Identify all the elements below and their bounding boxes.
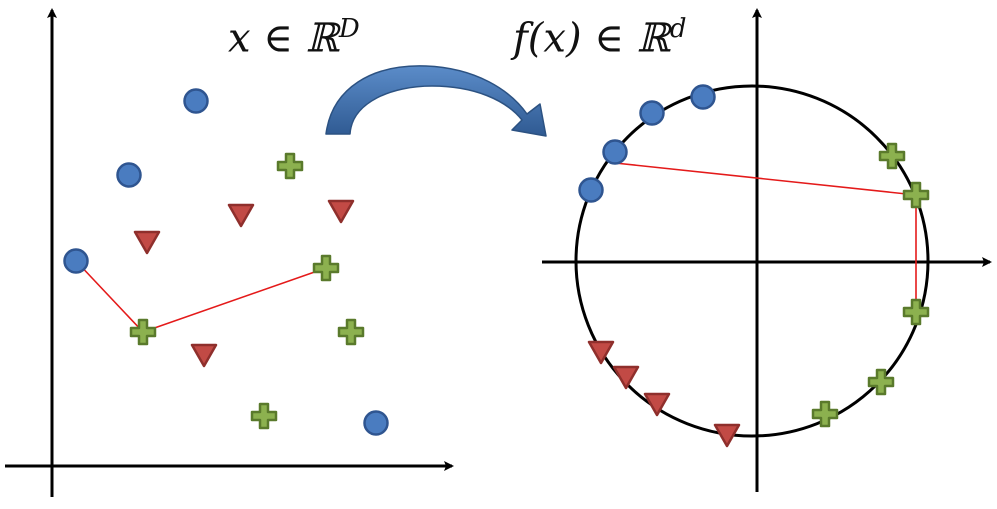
right-links (614, 162, 917, 312)
embedding-space-label: f(x) ∈ ℝd (513, 14, 687, 61)
left-triangle-point (327, 199, 355, 224)
input-space-superscript: D (338, 14, 360, 44)
right-triangle-point (587, 340, 615, 365)
right-circle-point (602, 139, 628, 165)
left-triangle-point (227, 203, 255, 228)
left-triangle-point (133, 230, 161, 255)
left-link-circle-plus (75, 260, 144, 333)
right-circle-point (690, 84, 716, 110)
left-plus-point (276, 152, 304, 180)
left-circle-point (363, 410, 389, 436)
right-axes (542, 8, 992, 492)
left-circle-point (116, 162, 142, 188)
left-link-plus-plus (142, 267, 327, 333)
mapping-arrow (325, 65, 547, 137)
right-plus-point (902, 181, 930, 209)
embedding-space-superscript: d (669, 14, 687, 44)
left-plus-point (337, 318, 365, 346)
left-circle-point (183, 88, 209, 114)
input-space-text: x ∈ ℝ (228, 15, 339, 62)
right-link-circle-plus (614, 162, 917, 196)
left-plus-point (312, 254, 340, 282)
left-triangle-point (190, 343, 218, 368)
unit-circle (574, 84, 930, 438)
left-links (75, 260, 327, 333)
left-plus-point (250, 402, 278, 430)
embedding-space-text: f(x) ∈ ℝ (513, 15, 670, 62)
left-circle-point (63, 248, 89, 274)
right-triangle-point (612, 365, 640, 390)
right-circle-point (578, 177, 604, 203)
right-plus-point (902, 298, 930, 326)
input-space-label: x ∈ ℝD (228, 14, 360, 61)
left-points (63, 88, 389, 436)
left-axes (5, 8, 454, 497)
right-points (578, 84, 930, 448)
right-circle-point (639, 100, 665, 126)
